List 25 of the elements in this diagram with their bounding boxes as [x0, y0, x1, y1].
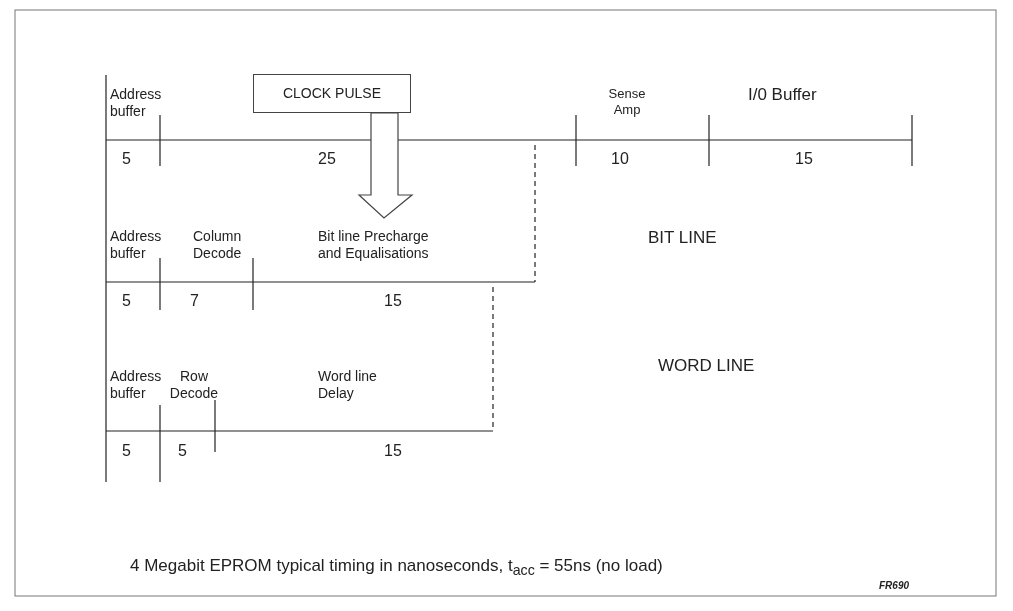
duration-value: 15 [795, 149, 814, 169]
figure-caption: 4 Megabit EPROM typical timing in nanoseconds, t$_{acc}$ = 55ns (no load) [130, 556, 663, 580]
segment-label: Address buffer [110, 86, 163, 120]
line-type-label: WORD LINE [658, 356, 756, 377]
block-arrow [357, 112, 414, 219]
duration-value: 5 [178, 441, 188, 461]
segment-label: Address buffer [110, 368, 163, 402]
segment-label: Address buffer [110, 228, 163, 262]
duration-value: 15 [384, 441, 403, 461]
duration-value: 5 [122, 291, 132, 311]
segment-label: Word line Delay [318, 368, 378, 402]
segment-label: Sense Amp [607, 86, 647, 118]
figure-code: FR690 [879, 580, 910, 592]
segment-label: Row Decode [168, 368, 220, 402]
segment-label: Bit line Precharge and Equalisations [318, 228, 453, 264]
duration-value: 15 [384, 291, 403, 311]
duration-value: 10 [611, 149, 630, 169]
duration-value: 5 [122, 441, 132, 461]
duration-value: 5 [122, 149, 132, 169]
duration-value: 25 [318, 149, 337, 169]
line-type-label: BIT LINE [648, 228, 718, 249]
segment-label: I/0 Buffer [748, 85, 818, 106]
segment-label: Column Decode [193, 228, 243, 262]
duration-value: 7 [190, 291, 200, 311]
clock-pulse-box: CLOCK PULSE [253, 74, 411, 113]
